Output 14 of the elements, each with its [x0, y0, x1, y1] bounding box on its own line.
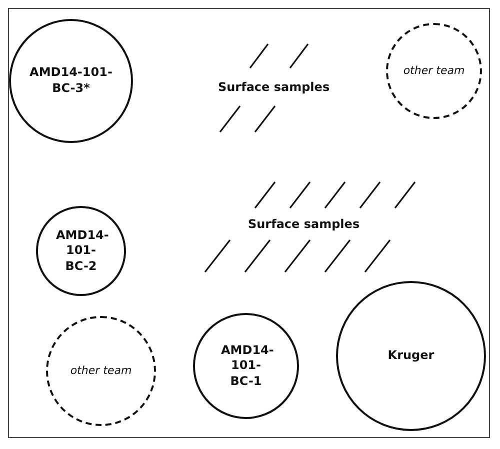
circle-label: AMD14-101-BC-1: [221, 342, 271, 390]
area-label: Surface samples: [218, 80, 330, 94]
circle-label: other team: [402, 64, 466, 78]
dashed-circle: [386, 23, 482, 119]
circle-label: other team: [69, 364, 133, 378]
circle-label: Kruger: [386, 348, 436, 364]
dashed-circle: [46, 316, 156, 426]
circle: [193, 313, 299, 419]
circle-label: AMD14-101-BC-3*: [29, 65, 113, 97]
circle: [9, 19, 133, 143]
circle-label: AMD14-101-BC-2: [56, 228, 106, 274]
circle: [36, 206, 126, 296]
area-label: Surface samples: [248, 217, 360, 231]
circle: [336, 281, 486, 431]
